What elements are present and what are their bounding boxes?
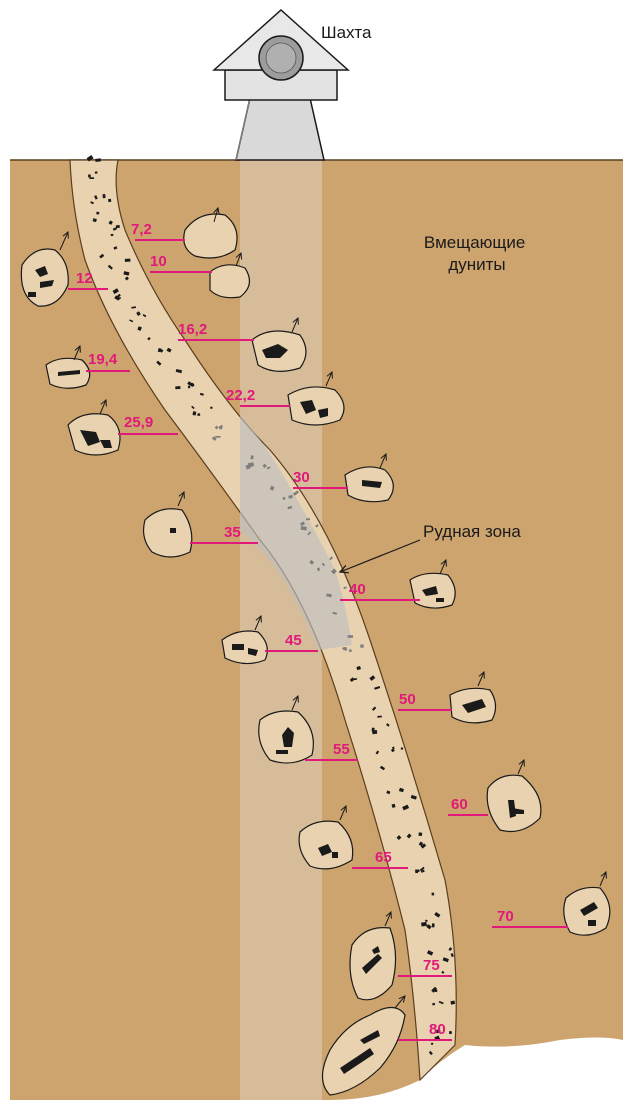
ore-zone-label: Рудная зона	[423, 522, 521, 541]
inclusion-speck	[210, 407, 212, 409]
depth-label: 60	[451, 796, 468, 813]
depth-label: 55	[333, 741, 350, 758]
depth-label: 75	[423, 957, 440, 974]
inclusion-speck	[432, 1003, 435, 1006]
inclusion-speck	[219, 426, 222, 429]
inclusion-speck	[349, 649, 352, 652]
inclusion-speck	[175, 386, 180, 389]
inclusion-speck	[215, 436, 220, 438]
shaft-label: Шахта	[321, 23, 372, 42]
inclusion-speck	[125, 259, 131, 262]
depth-label: 7,2	[131, 221, 152, 238]
inclusion-speck	[95, 171, 98, 173]
inclusion-speck	[193, 411, 197, 415]
depth-label: 50	[399, 691, 416, 708]
inclusion-speck	[197, 413, 200, 416]
inclusion-speck	[372, 728, 375, 732]
inclusion-speck	[419, 832, 423, 836]
depth-label: 16,2	[178, 321, 207, 338]
depth-label: 22,2	[226, 387, 255, 404]
inclusion-speck	[96, 212, 99, 215]
inclusion-speck	[88, 174, 91, 177]
depth-label: 70	[497, 908, 514, 925]
depth-label: 80	[429, 1021, 446, 1038]
depth-label: 12	[76, 270, 93, 287]
inclusion-speck	[432, 893, 435, 896]
inclusion-speck	[435, 990, 438, 992]
depth-label: 45	[285, 632, 302, 649]
depth-label: 19,4	[88, 351, 118, 368]
inclusion-speck	[102, 194, 105, 198]
inclusion-speck	[360, 644, 364, 647]
inclusion-speck	[401, 747, 403, 749]
inclusion-speck	[421, 922, 427, 927]
inclusion-speck	[449, 1031, 452, 1034]
inclusion-speck	[111, 234, 114, 236]
depth-label: 40	[349, 581, 366, 598]
inclusion-speck	[415, 870, 419, 872]
inclusion-speck	[432, 923, 435, 927]
depth-label: 30	[293, 469, 310, 486]
depth-label: 65	[375, 849, 392, 866]
inclusion-speck	[188, 386, 190, 389]
inclusion-speck	[89, 177, 94, 179]
depth-label: 35	[224, 524, 241, 541]
inclusion-speck	[306, 518, 310, 520]
inclusion-speck	[348, 635, 353, 638]
inclusion-speck	[108, 199, 111, 202]
depth-label: 10	[150, 253, 167, 270]
depth-label: 25,9	[124, 414, 153, 431]
